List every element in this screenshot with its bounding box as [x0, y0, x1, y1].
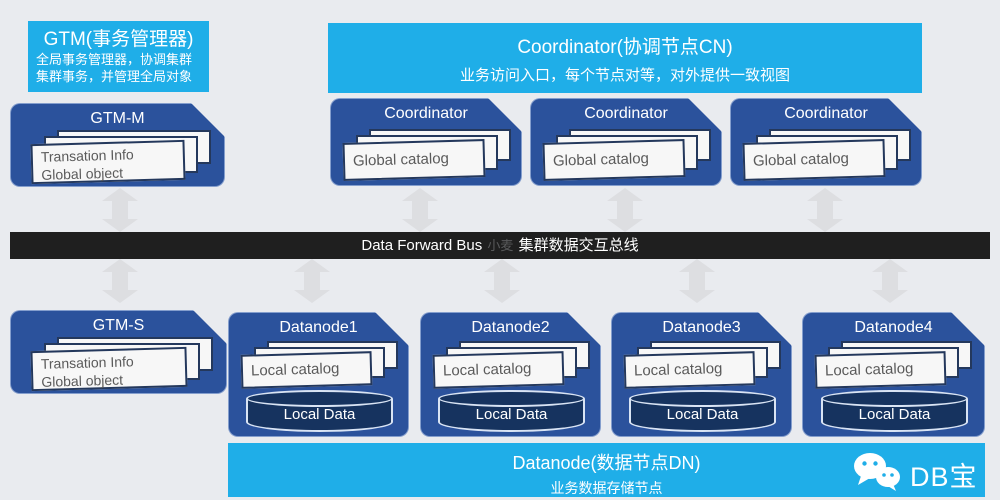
paper-text: Local catalog [442, 359, 532, 380]
datanode-title: Datanode1 [279, 319, 358, 336]
datanode-footer-title: Datanode(数据节点DN) [512, 453, 701, 473]
wechat-icon [850, 451, 902, 498]
paper-sheet-front: Transation Info Global object [30, 347, 187, 391]
database-cylinder-icon: Local Data [629, 399, 776, 432]
local-data-label: Local Data [283, 406, 356, 423]
coordinator-node-title: Coordinator [584, 105, 668, 122]
coordinator-node-2: Coordinator Global catalog [530, 98, 722, 186]
paper-text: Local catalog [250, 359, 340, 380]
watermark-text: 小麦 [487, 238, 514, 253]
data-forward-bus-bar: Data Forward Bus 小麦 集群数据交互总线 [10, 232, 990, 259]
gtm-header-title: GTM(事务管理器) [43, 29, 194, 50]
local-data-label: Local Data [858, 406, 931, 423]
bidirectional-arrow-icon [402, 188, 438, 232]
gtm-header-desc: 全局事务管理器，协调集群集群事务，并管理全局对象 [36, 52, 193, 84]
brand-name: DB宝 [910, 462, 978, 492]
paper-sheet-front: Global catalog [742, 139, 885, 181]
paper-stack: Local catalog [241, 341, 398, 387]
bidirectional-arrow-icon [484, 259, 520, 303]
datanode-title: Datanode4 [854, 319, 933, 336]
paper-stack: Global catalog [343, 129, 511, 179]
paper-text: Global catalog [752, 149, 850, 170]
bus-label-en: Data Forward Bus [361, 237, 483, 254]
paper-stack: Global catalog [743, 129, 911, 179]
local-data-label: Local Data [666, 406, 739, 423]
paper-sheet-front: Local catalog [624, 351, 756, 389]
gtm-s-title: GTM-S [92, 317, 145, 334]
paper-stack: Transation Info Global object [31, 337, 213, 389]
bidirectional-arrow-icon [294, 259, 330, 303]
paper-stack: Local catalog [624, 341, 781, 387]
database-cylinder-icon: Local Data [246, 399, 393, 432]
paper-stack: Transation Info Global object [31, 130, 211, 182]
gtm-s-node: GTM-S Transation Info Global object [10, 310, 227, 394]
paper-sheet-front: Global catalog [342, 139, 485, 181]
paper-sheet-front: Local catalog [241, 351, 373, 389]
database-cylinder-icon: Local Data [438, 399, 585, 432]
gtm-m-node: GTM-M Transation Info Global object [10, 103, 225, 187]
paper-stack: Local catalog [433, 341, 590, 387]
paper-sheet-front: Transation Info Global object [30, 140, 185, 184]
datanode-node-4: Datanode4 Local catalog Local Data [802, 312, 985, 437]
bidirectional-arrow-icon [607, 188, 643, 232]
coordinator-header-desc: 业务访问入口，每个节点对等，对外提供一致视图 [459, 67, 790, 84]
coordinator-node-3: Coordinator Global catalog [730, 98, 922, 186]
paper-text: Local catalog [633, 359, 723, 380]
bidirectional-arrow-icon [679, 259, 715, 303]
bidirectional-arrow-icon [807, 188, 843, 232]
paper-text: Global catalog [352, 149, 450, 170]
database-cylinder-icon: Local Data [821, 399, 968, 432]
coordinator-node-title: Coordinator [384, 105, 468, 122]
coordinator-node-title: Coordinator [784, 105, 868, 122]
paper-text: Global catalog [552, 149, 650, 170]
paper-sheet-front: Local catalog [433, 351, 565, 389]
paper-stack: Local catalog [815, 341, 972, 387]
paper-text: Local catalog [824, 359, 914, 380]
brand-badge: DB宝 [850, 451, 978, 498]
datanode-title: Datanode2 [471, 319, 550, 336]
datanode-node-1: Datanode1 Local catalog Local Data [228, 312, 409, 437]
local-data-label: Local Data [475, 406, 548, 423]
bidirectional-arrow-icon [102, 259, 138, 303]
bidirectional-arrow-icon [872, 259, 908, 303]
bus-label-zh: 集群数据交互总线 [518, 237, 639, 254]
paper-text: Transation Info Global object [40, 353, 134, 390]
paper-sheet-front: Global catalog [542, 139, 685, 181]
gtm-m-title: GTM-M [90, 110, 145, 127]
coordinator-header-box: Coordinator(协调节点CN) 业务访问入口，每个节点对等，对外提供一致… [328, 23, 922, 93]
bidirectional-arrow-icon [102, 188, 138, 232]
gtm-header-box: GTM(事务管理器) 全局事务管理器，协调集群集群事务，并管理全局对象 [28, 21, 209, 92]
datanode-node-3: Datanode3 Local catalog Local Data [611, 312, 792, 437]
datanode-node-2: Datanode2 Local catalog Local Data [420, 312, 601, 437]
datanode-footer-desc: 业务数据存储节点 [550, 480, 663, 496]
datanode-title: Datanode3 [662, 319, 741, 336]
paper-text: Transation Info Global object [40, 146, 134, 183]
paper-sheet-front: Local catalog [815, 351, 947, 389]
coordinator-node-1: Coordinator Global catalog [330, 98, 522, 186]
paper-stack: Global catalog [543, 129, 711, 179]
coordinator-header-title: Coordinator(协调节点CN) [517, 37, 733, 58]
